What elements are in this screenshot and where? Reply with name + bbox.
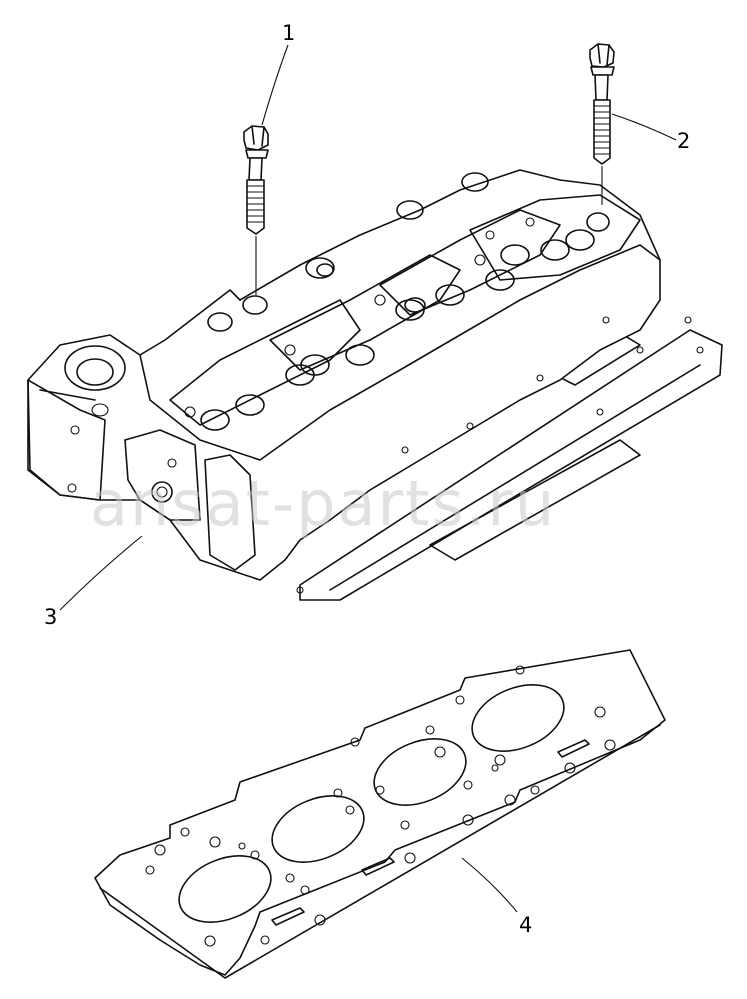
gasket-bore-2 [271, 795, 365, 863]
head-bolt-short [243, 125, 269, 295]
gasket-bore-4 [471, 684, 565, 752]
valve-ports [184, 172, 610, 431]
gasket-bore-1 [178, 855, 272, 923]
callout-3: 3 [44, 605, 57, 629]
leader-lines [59, 44, 677, 913]
watermark-text: ansat-parts.ru [90, 467, 556, 540]
callout-4: 4 [519, 913, 532, 937]
callout-1: 1 [282, 21, 295, 45]
cylinder-head [27, 169, 723, 601]
head-bolt-long [589, 43, 615, 205]
callout-2: 2 [677, 129, 690, 153]
head-gasket [94, 649, 666, 979]
